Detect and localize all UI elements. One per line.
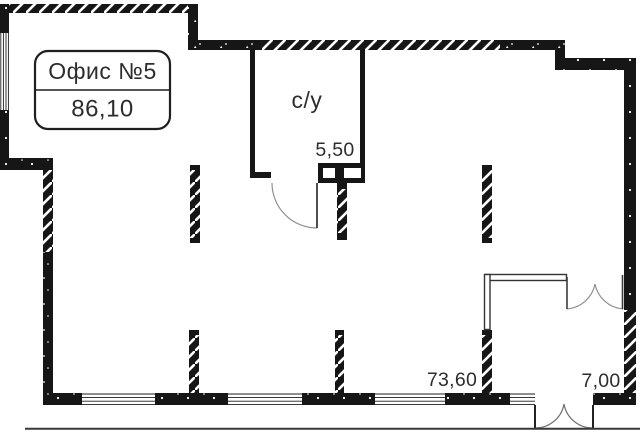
wall-bottom-2 [155, 393, 228, 405]
window-left [0, 33, 9, 110]
bathroom-wall-right [360, 48, 365, 165]
bathroom-name-label: с/у [292, 87, 323, 113]
window-bottom-4 [510, 393, 535, 405]
bathroom-wall-left-foot [250, 172, 271, 178]
door-balcony-arc-left [566, 283, 596, 310]
wall-top-mid-b [262, 40, 500, 50]
label-box: Офис №5 86,10 [33, 49, 172, 131]
stub-bottom-right [482, 330, 492, 393]
bathroom-walls [250, 48, 365, 240]
wall-top-mid-c [500, 40, 565, 50]
unit-total-area: 86,10 [71, 96, 134, 123]
stub-top-right [482, 165, 492, 243]
wall-left-step [0, 158, 53, 170]
stub-top-left [190, 165, 200, 243]
wall-bottom-5 [593, 393, 636, 405]
wall-top-left [2, 4, 198, 13]
windows [0, 33, 535, 405]
balcony-area-label: 7,00 [581, 370, 620, 392]
bathroom-area-label: 5,50 [315, 139, 354, 161]
wall-right-upper [624, 58, 636, 310]
wall-top-right [555, 58, 636, 70]
wall-top-right-step [555, 40, 565, 70]
shaft-column [337, 183, 347, 240]
door-balcony-arc-right [594, 283, 624, 310]
partition-stubs [189, 165, 492, 393]
wall-left-lower-a [43, 170, 53, 252]
main-area-label: 73,60 [427, 369, 477, 391]
door-bathroom-arc [271, 182, 318, 229]
window-bottom-1 [82, 393, 155, 405]
window-bottom-2 [228, 393, 302, 405]
room-labels: с/у 5,50 73,60 7,00 [292, 87, 621, 392]
wall-left-lower-b [43, 252, 53, 405]
door-bathroom [271, 182, 318, 229]
unit-title: Офис №5 [48, 58, 157, 84]
bathroom-wall-left [250, 48, 255, 178]
door-balcony-double [566, 275, 624, 310]
window-bottom-3 [375, 393, 445, 405]
glazed-partition-horizontal [484, 273, 568, 282]
wall-bottom-4 [445, 393, 510, 405]
stub-bottom-left [189, 330, 199, 393]
shaft [318, 163, 365, 183]
glazed-partition-vertical [483, 273, 491, 331]
wall-top-mid-a [188, 40, 262, 50]
stub-bottom-mid [335, 330, 344, 393]
wall-right-lower [624, 310, 636, 405]
wall-bottom-3 [302, 393, 375, 405]
wall-bottom-1 [43, 393, 82, 405]
wall-top-step [188, 4, 198, 50]
outer-walls [0, 4, 636, 405]
